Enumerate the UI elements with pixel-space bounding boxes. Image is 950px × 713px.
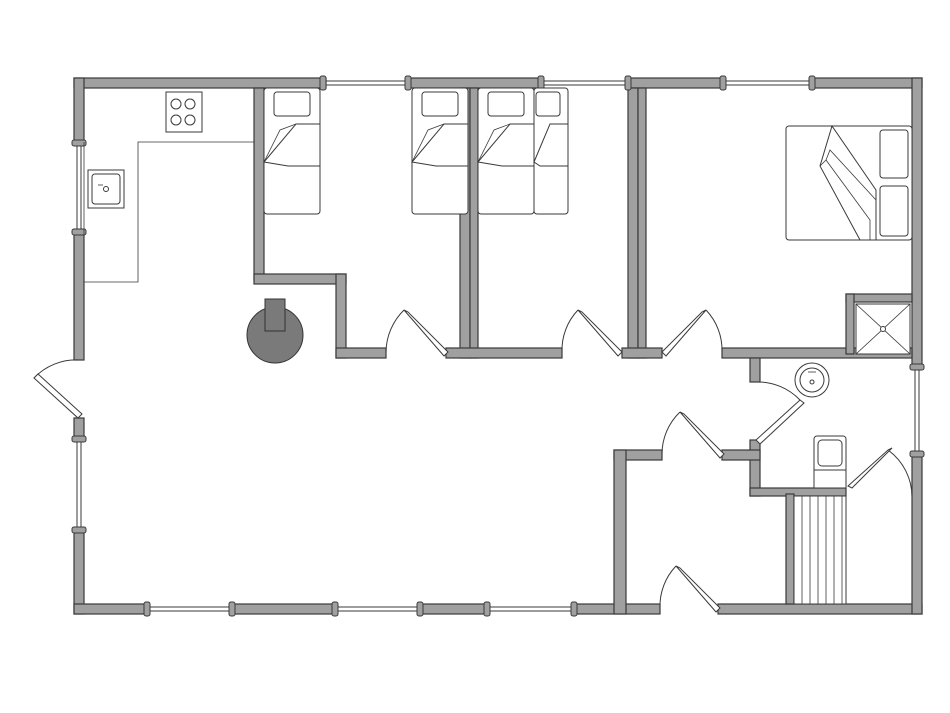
window-icon [483, 601, 578, 617]
window-icon [331, 601, 424, 617]
single-bed-icon [477, 87, 535, 215]
door-swing-icon [385, 309, 449, 357]
door-swing-icon [659, 565, 721, 613]
door-swing-icon [755, 381, 805, 445]
wood-stove-icon [246, 298, 304, 364]
door-swing-icon [561, 309, 623, 357]
window-icon [71, 139, 87, 236]
door-swing-icon [661, 411, 725, 459]
toilet-icon [813, 435, 847, 489]
bathroom [794, 303, 911, 489]
kitchen [83, 91, 254, 283]
washbasin-icon [794, 362, 830, 398]
doors [33, 309, 913, 613]
window-icon [143, 601, 236, 617]
single-bed-icon [533, 87, 569, 215]
single-bed-icon [411, 87, 469, 215]
door-swing-icon [661, 309, 723, 357]
shower-icon [855, 303, 911, 355]
bedroom-2-beds [411, 87, 569, 215]
door-swing-icon [33, 359, 83, 419]
windows [71, 75, 925, 617]
single-bed-icon [263, 87, 321, 215]
master-bedroom [785, 124, 913, 241]
exterior-walls [73, 77, 923, 615]
kitchen-sink-icon [87, 169, 125, 209]
window-icon [909, 363, 925, 458]
stairs-icon [793, 495, 847, 605]
bedroom-1-beds [263, 87, 321, 215]
door-swing-icon [847, 447, 913, 499]
cooktop-icon [165, 91, 203, 133]
interior-walls [253, 87, 913, 615]
window-icon [319, 75, 412, 91]
window-icon [719, 75, 816, 91]
double-bed-icon [785, 124, 913, 241]
window-icon [71, 435, 87, 534]
